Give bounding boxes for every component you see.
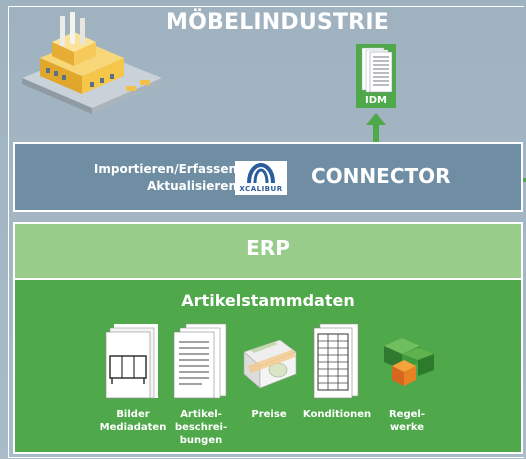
idm-document: IDM — [356, 44, 396, 112]
xcalibur-logo: XCALIBUR — [235, 161, 287, 195]
erp-header: ERP — [15, 224, 521, 280]
documents-icon — [173, 323, 227, 399]
item-prices: Preise — [237, 322, 301, 420]
item-label: Artikel- beschrei- bungen — [174, 409, 228, 446]
item-images: Bilder Mediadaten — [100, 322, 166, 433]
xcalibur-logo-icon — [247, 162, 275, 184]
connector-update-text: Aktualisieren — [147, 179, 237, 193]
connector-band: Importieren/Erfassen Aktualisieren XCALI… — [13, 142, 523, 212]
item-rules: Regel- werke — [375, 322, 439, 433]
connector-import-text: Importieren/Erfassen — [93, 162, 237, 176]
money-icon — [243, 339, 297, 389]
arrow-up-icon — [366, 113, 386, 143]
erp-block: ERP Artikelstammdaten Bilder Mediadaten — [13, 222, 523, 454]
erp-title: ERP — [246, 236, 290, 260]
item-label: Preise — [251, 409, 287, 420]
factory-icon — [22, 12, 162, 114]
item-descriptions: Artikel- beschrei- bungen — [169, 322, 233, 446]
article-master-data-title: Artikelstammdaten — [181, 291, 355, 310]
outer-frame — [8, 6, 524, 458]
connector-title: CONNECTOR — [311, 164, 451, 188]
xcalibur-logo-text: XCALIBUR — [239, 185, 283, 193]
item-conditions: Konditionen — [303, 322, 371, 420]
cubes-icon — [384, 338, 434, 386]
item-label: Konditionen — [302, 409, 372, 420]
item-label: Regel- werke — [388, 409, 425, 433]
document-stack-icon — [356, 44, 396, 108]
idm-label: IDM — [365, 95, 387, 106]
images-icon — [105, 324, 158, 399]
page-title: MÖBELINDUSTRIE — [166, 10, 389, 35]
item-label: Bilder Mediadaten — [99, 409, 167, 433]
table-icon — [313, 323, 359, 399]
